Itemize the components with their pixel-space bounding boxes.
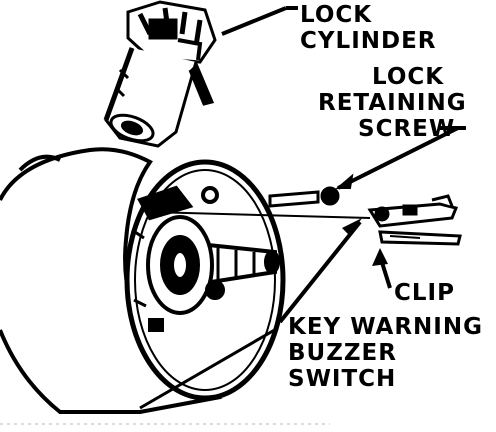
label-retaining-screw-line1: LOCK xyxy=(372,64,444,90)
label-buzzer-line1: KEY WARNING xyxy=(288,314,483,340)
label-buzzer-line3: SWITCH xyxy=(288,366,396,392)
key-warning-buzzer-switch xyxy=(367,194,459,228)
lock-cylinder-leader xyxy=(221,6,287,36)
label-retaining-screw-line2: RETAINING xyxy=(318,90,467,116)
label-buzzer-line2: BUZZER xyxy=(288,340,397,366)
label-clip: CLIP xyxy=(394,280,455,306)
lock-cylinder xyxy=(103,0,217,148)
label-retaining-screw-line3: SCREW xyxy=(358,116,455,142)
retaining-screw-leader xyxy=(337,126,459,190)
clip xyxy=(378,230,462,246)
label-lock-cylinder-line2: CYLINDER xyxy=(300,28,437,54)
column-housing xyxy=(0,147,286,414)
label-lock-cylinder-line1: LOCK xyxy=(300,2,372,28)
lock-retaining-screw xyxy=(268,186,340,208)
buzzer-switch-leader xyxy=(278,220,362,324)
